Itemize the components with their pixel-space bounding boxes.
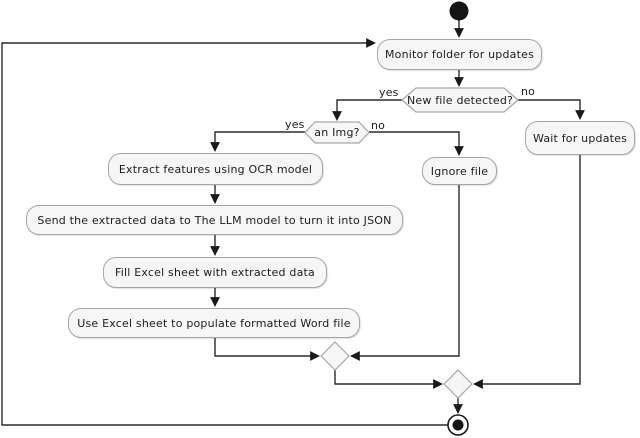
activity-wait-updates: Wait for updates: [525, 121, 635, 155]
decision-new-file-label: New file detected?: [406, 93, 514, 107]
edge-animg-yes: [210, 131, 305, 152]
edge-label-newfile-no: no: [521, 85, 536, 98]
edge-animg-no: [369, 131, 464, 156]
edge-newfile-yes: [332, 99, 402, 121]
final-node-dot: [452, 419, 464, 431]
activity-extract-features: Extract features using OCR model: [108, 153, 323, 185]
edge-wait-to-merge2: [473, 155, 581, 389]
edge-newfile-no: [518, 99, 585, 120]
edge-label-animg-yes: yes: [285, 118, 305, 131]
activity-fill-excel: Fill Excel sheet with extracted data: [103, 257, 327, 288]
decision-an-img-label: an Img?: [314, 126, 360, 139]
merge-diamond-2: [443, 369, 473, 399]
edge-merge1-to-merge2: [334, 370, 443, 389]
activity-send-to-llm: Send the extracted data to The LLM model…: [26, 205, 403, 235]
activity-monitor-folder: Monitor folder for updates: [377, 39, 542, 70]
decision-new-file-shape: [401, 87, 519, 113]
edge-label-animg-no: no: [371, 119, 386, 132]
decision-an-img-shape: [304, 121, 370, 144]
activity-populate-word: Use Excel sheet to populate formatted Wo…: [68, 308, 360, 338]
activity-ignore-file: Ignore file: [422, 157, 497, 185]
edge-useexcel-to-merge1: [214, 338, 320, 361]
edge-label-newfile-yes: yes: [379, 86, 399, 99]
edge-ignore-to-merge1: [350, 185, 460, 361]
initial-node: [449, 1, 469, 21]
edge-loop-back-to-monitor: [1, 38, 448, 426]
merge-diamond-1: [320, 341, 350, 371]
